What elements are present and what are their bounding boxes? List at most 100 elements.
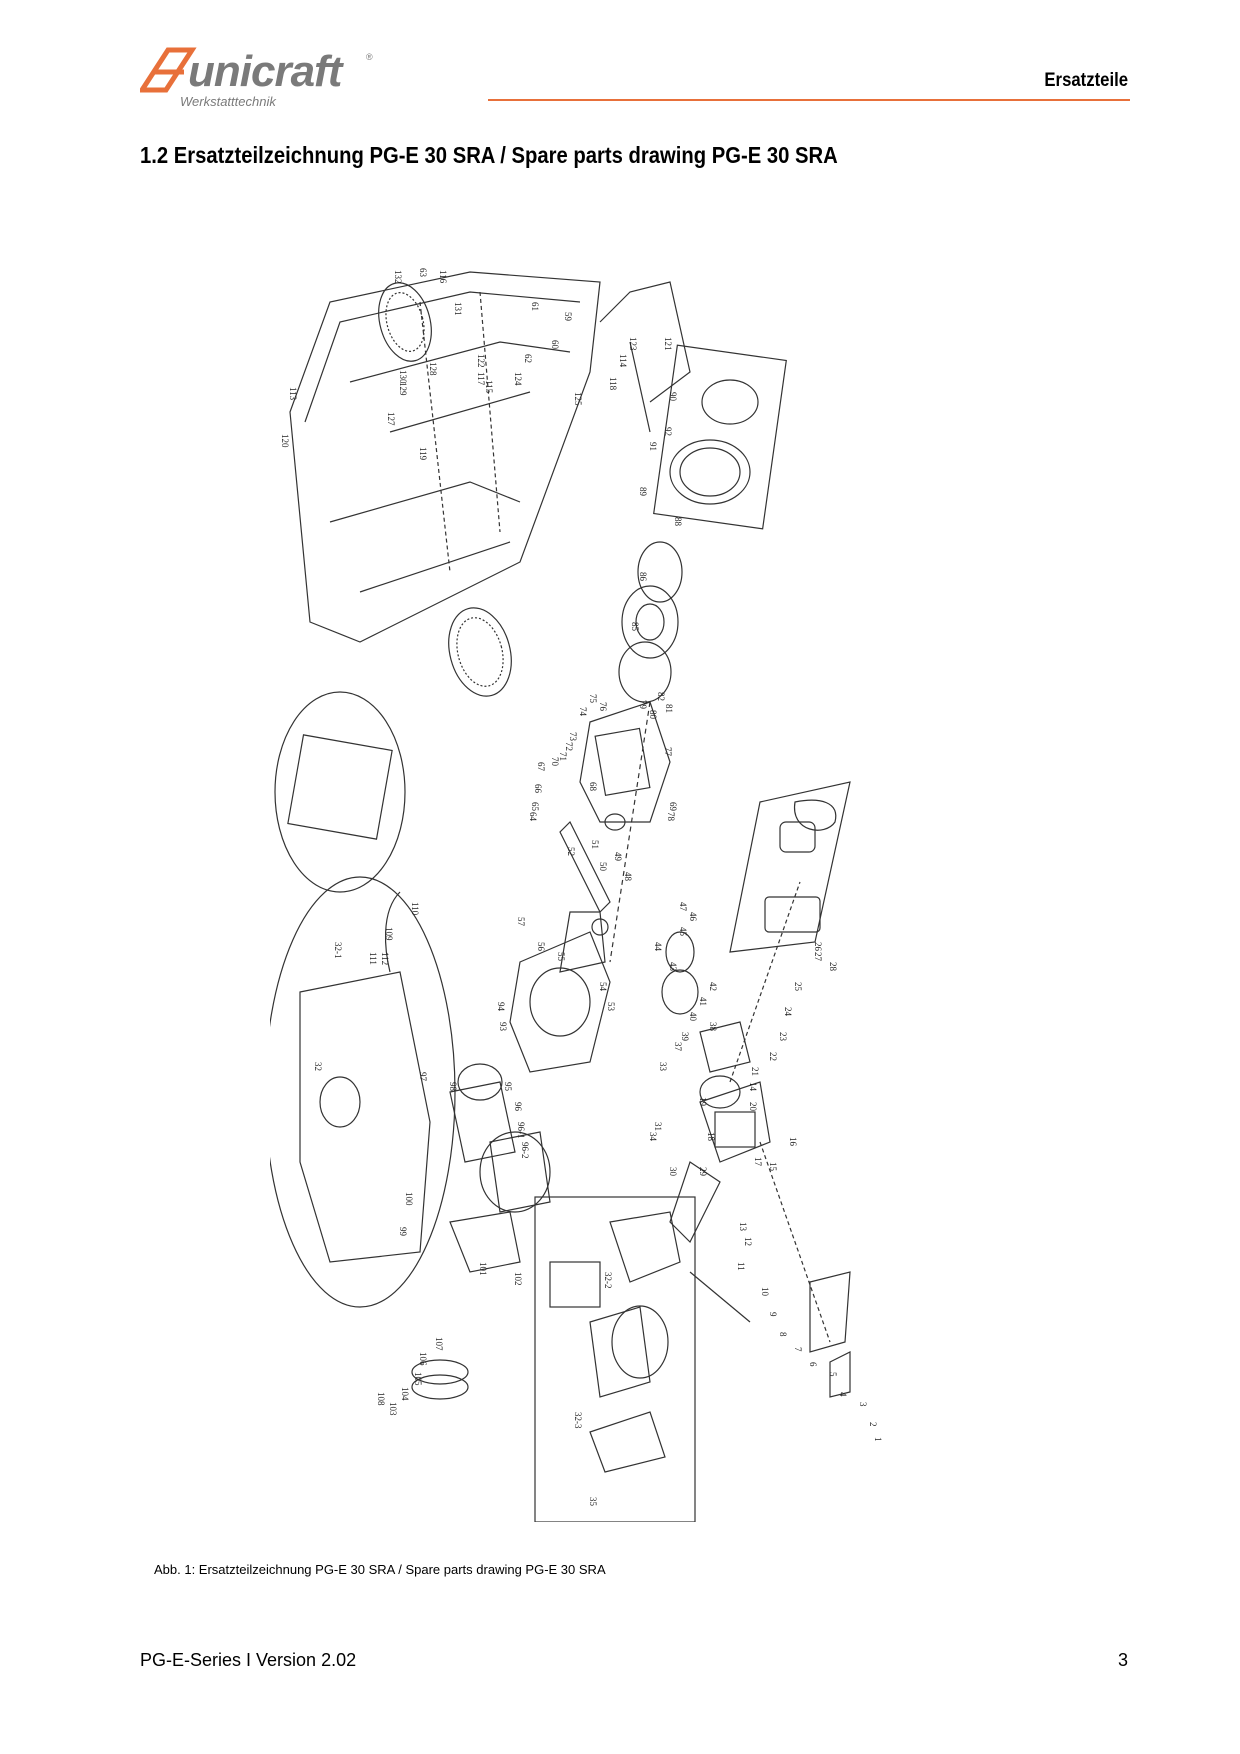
part-number-label: 79 — [638, 700, 648, 710]
part-number-label: 32-1 — [333, 942, 343, 959]
part-number-label: 66 — [533, 784, 543, 794]
part-number-label: 32-2 — [603, 1272, 613, 1289]
part-number-label: 103 — [388, 1402, 398, 1416]
part-number-label: 74 — [578, 707, 588, 717]
part-number-label: 48 — [623, 872, 633, 882]
flywheel — [618, 541, 683, 703]
part-number-label: 20 — [748, 1102, 758, 1112]
exploded-view-illustration: 1326311613161596260127130128129117115122… — [264, 268, 883, 1523]
part-number-label: 69 — [668, 802, 678, 812]
part-number-label: 5 — [828, 1372, 838, 1377]
part-number-label: 132 — [393, 270, 403, 284]
part-number-label: 6 — [808, 1362, 818, 1367]
part-number-label: 101 — [478, 1262, 488, 1276]
part-number-label: 90 — [668, 392, 678, 402]
part-number-label: 117 — [476, 372, 486, 386]
part-number-label: 54 — [598, 982, 608, 992]
part-number-label: 113 — [288, 387, 298, 401]
part-number-label: 91 — [648, 442, 658, 451]
part-number-label: 52 — [566, 847, 576, 856]
part-number-label: 30 — [668, 1167, 678, 1177]
part-number-label: 115 — [484, 380, 494, 394]
unicraft-logo: unicraft ® Werkstatttechnik — [140, 44, 380, 114]
part-number-label: 77 — [663, 747, 673, 757]
part-number-label: 42 — [708, 982, 718, 991]
part-number-label: 12 — [743, 1237, 753, 1246]
part-number-label: 71 — [558, 752, 568, 761]
part-number-label: 51 — [590, 840, 600, 849]
part-number-label: 80 — [648, 710, 658, 720]
part-number-label: 118 — [608, 377, 618, 391]
part-number-label: 45 — [678, 927, 688, 937]
part-number-label: 124 — [513, 372, 523, 386]
part-number-label: 21 — [750, 1067, 760, 1076]
header-divider — [488, 99, 1130, 101]
part-number-label: 1 — [873, 1437, 883, 1442]
part-number-label: 56 — [536, 942, 546, 952]
part-number-label: 127 — [386, 412, 396, 426]
engine-block — [579, 701, 671, 831]
part-number-label: 32 — [313, 1062, 323, 1071]
part-number-label: 49 — [613, 852, 623, 862]
part-number-label: 55 — [556, 952, 566, 962]
recoil-starter — [653, 344, 787, 530]
part-number-label: 108 — [376, 1392, 386, 1406]
part-number-label: 39 — [680, 1032, 690, 1042]
part-number-label: 95 — [503, 1082, 513, 1092]
logo-subtitle: Werkstatttechnik — [180, 94, 276, 109]
part-number-label: 38 — [708, 1022, 718, 1032]
part-number-label: 60 — [550, 340, 560, 350]
part-number-label: 9 — [768, 1312, 778, 1317]
part-number-label: 78 — [666, 812, 676, 822]
part-number-label: 40 — [688, 1012, 698, 1022]
fuel-tank-detail — [264, 691, 456, 1308]
part-number-label: 17 — [753, 1157, 763, 1167]
alternator — [449, 1063, 551, 1213]
wheel-top — [378, 282, 432, 362]
rear-cover — [411, 1211, 521, 1400]
part-number-label: 85 — [630, 622, 640, 632]
part-number-label: 75 — [588, 694, 598, 704]
part-number-label: 121 — [663, 337, 673, 351]
part-number-label: 129 — [398, 382, 408, 396]
part-number-label: 102 — [513, 1272, 523, 1286]
part-number-label: 27 — [813, 952, 823, 962]
part-number-label: 112 — [380, 952, 390, 965]
part-number-label: 73 — [568, 732, 578, 742]
part-number-label: 26 — [813, 942, 823, 952]
part-number-label: 24 — [783, 1007, 793, 1017]
part-number-label: 34 — [648, 1132, 658, 1142]
muffler — [534, 1196, 696, 1523]
part-number-label: 93 — [498, 1022, 508, 1032]
logo-registered-mark: ® — [366, 52, 373, 62]
part-number-label: 68 — [588, 782, 598, 792]
part-number-label: 35 — [588, 1497, 598, 1507]
part-number-label: 109 — [384, 927, 394, 941]
part-number-label: 10 — [760, 1287, 770, 1297]
part-number-label: 53 — [606, 1002, 616, 1012]
part-number-label: 7 — [793, 1347, 803, 1352]
frame-drawing — [289, 271, 691, 643]
part-number-label: 110 — [410, 902, 420, 916]
part-number-label: 70 — [550, 757, 560, 767]
part-number-label: 15 — [768, 1162, 778, 1172]
part-number-label: 50 — [598, 862, 608, 872]
part-number-label: 33 — [658, 1062, 668, 1072]
part-number-label: 119 — [418, 447, 428, 461]
part-number-label: 89 — [638, 487, 648, 497]
part-number-label: 57 — [516, 917, 526, 927]
part-number-label: 86 — [638, 572, 648, 582]
part-number-label: 13 — [738, 1222, 748, 1232]
part-number-label: 128 — [428, 362, 438, 376]
part-number-label: 67 — [536, 762, 546, 772]
part-number-label: 123 — [628, 337, 638, 351]
part-number-label: 43 — [668, 962, 678, 972]
part-number-label: 14 — [748, 1082, 758, 1092]
part-number-label: 82 — [656, 692, 666, 701]
part-number-label: 23 — [778, 1032, 788, 1042]
part-number-label: 88 — [673, 517, 683, 527]
part-number-label: 59 — [563, 312, 573, 322]
part-number-label: 122 — [476, 354, 486, 368]
part-number-label: 4 — [838, 1392, 848, 1397]
